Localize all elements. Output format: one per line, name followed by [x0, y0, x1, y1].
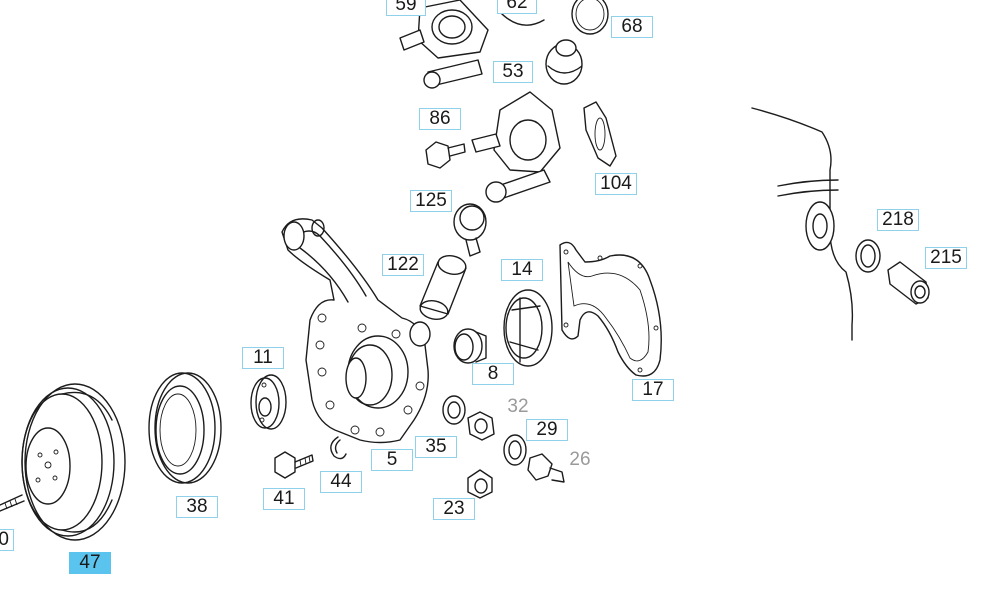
sensor-26-drawing	[527, 453, 565, 483]
pipe-122-drawing	[419, 255, 467, 320]
nut-32-drawing	[467, 411, 495, 441]
part-label-68[interactable]: 68	[611, 16, 653, 38]
part-label-17[interactable]: 17	[632, 379, 674, 401]
gasket-17-drawing	[559, 241, 662, 377]
part-label-44[interactable]: 44	[320, 471, 362, 493]
part-label-26[interactable]: 26	[569, 449, 591, 470]
ring-29-drawing	[503, 434, 527, 466]
water-pump-5-drawing	[281, 218, 431, 444]
ring-68-drawing	[571, 0, 609, 35]
part-label-47[interactable]: 47	[69, 552, 111, 574]
housing-drawing	[471, 91, 561, 203]
part-label-35[interactable]: 35	[415, 436, 457, 458]
ring-218-drawing	[855, 239, 881, 273]
plug-23-drawing	[467, 469, 493, 499]
part-label-23[interactable]: 23	[433, 498, 475, 520]
part-label-38[interactable]: 38	[176, 496, 218, 518]
part-label-215[interactable]: 215	[925, 247, 967, 269]
plug-8-drawing	[453, 328, 487, 364]
part-label-122[interactable]: 122	[382, 254, 424, 276]
part-label-125[interactable]: 125	[410, 190, 452, 212]
bolt-86-drawing	[425, 141, 466, 169]
plug-215-drawing	[887, 261, 930, 305]
part-label-86[interactable]: 86	[419, 108, 461, 130]
clip-44-drawing	[330, 436, 347, 460]
bolt-0-drawing	[0, 494, 25, 512]
part-label-218[interactable]: 218	[877, 209, 919, 231]
part-label-5[interactable]: 5	[371, 449, 413, 471]
part-label-62[interactable]: 62	[497, 0, 537, 14]
pulley-47-drawing	[21, 383, 126, 541]
part-label-29[interactable]: 29	[526, 419, 568, 441]
part-14-drawing	[503, 289, 553, 367]
washer-35-drawing	[442, 395, 466, 425]
part-label-8[interactable]: 8	[472, 363, 514, 385]
part-label-59[interactable]: 59	[386, 0, 426, 16]
bolt-41-drawing	[274, 451, 314, 479]
part-label-32[interactable]: 32	[507, 396, 529, 417]
engine-block-drawing	[751, 107, 854, 341]
flange-11-drawing	[250, 374, 287, 430]
clamp-125-drawing	[453, 203, 487, 257]
seal-38-drawing	[148, 372, 222, 484]
part-label-partial[interactable]: 0	[0, 529, 14, 551]
thermostat-cover-59-drawing	[399, 0, 489, 89]
part-label-11[interactable]: 11	[242, 347, 284, 369]
gasket-104-drawing	[583, 101, 617, 167]
part-label-14[interactable]: 14	[501, 259, 543, 281]
part-label-104[interactable]: 104	[595, 173, 637, 195]
part-label-53[interactable]: 53	[493, 61, 533, 83]
part-label-41[interactable]: 41	[263, 488, 305, 510]
thermostat-53-drawing	[545, 39, 583, 85]
